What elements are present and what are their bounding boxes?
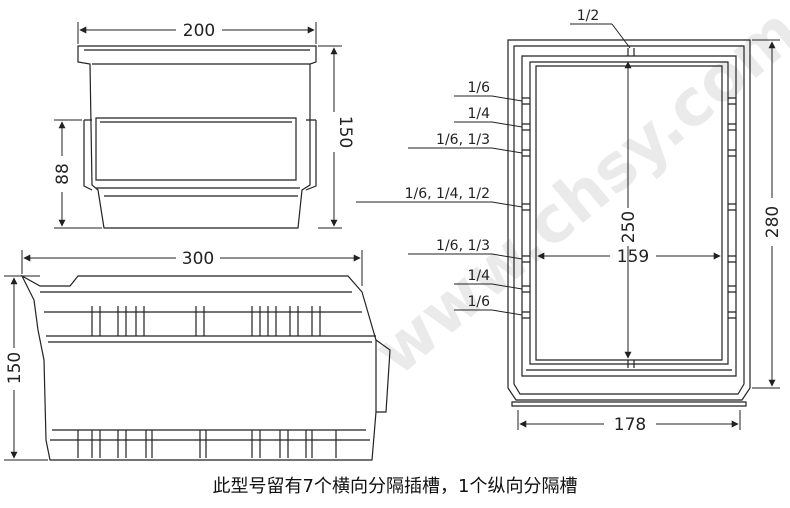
top-outer-depth-dimension: 280 [763,206,783,238]
side-width-dimension: 300 [182,249,214,269]
top-view [507,39,751,407]
caption-text: 此型号留有7个横向分隔插槽，1个纵向分隔槽 [212,476,578,497]
slot-label: 1/4 [467,106,490,122]
slot-label: 1/4 [467,268,490,284]
side-height-dimension: 150 [5,352,25,384]
slot-label: 1/6, 1/3 [436,132,490,148]
top-depth-dimension: 250 [619,211,639,243]
slot-label: 1/6 [467,80,490,96]
front-width-dimension: 200 [183,21,215,41]
slot-label: 1/6 [467,294,490,310]
front-inner-height-dimension: 88 [53,163,73,185]
front-view [77,45,317,229]
slot-label: 1/6, 1/3 [436,238,490,254]
top-inner-width-dimension: 159 [617,247,649,267]
slot-label: 1/6, 1/4, 1/2 [405,186,490,202]
front-height-dimension: 150 [335,116,355,148]
top-center-slot-label: 1/2 [577,8,600,24]
top-outer-width-dimension: 178 [614,415,646,435]
side-view [20,274,391,461]
